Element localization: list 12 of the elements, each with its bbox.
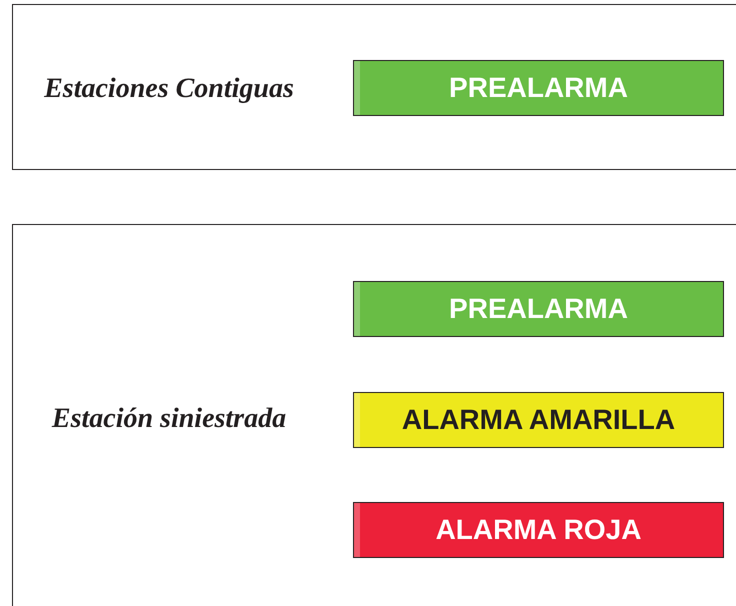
alarm-label: PREALARMA — [449, 72, 628, 104]
alarm-status-bar — [353, 281, 724, 337]
alarm-label: ALARMA AMARILLA — [402, 404, 676, 436]
alarm-status-bar — [353, 392, 724, 448]
group-panel — [12, 224, 736, 606]
panel-heading: Estación siniestrada — [52, 403, 286, 435]
group-panel — [12, 4, 736, 170]
alarm-label: PREALARMA — [449, 293, 628, 325]
alarm-status-bar — [353, 60, 724, 116]
alarm-status-bar — [353, 502, 724, 558]
panel-heading: Estaciones Contiguas — [44, 73, 294, 105]
alarm-label: ALARMA ROJA — [436, 514, 642, 546]
